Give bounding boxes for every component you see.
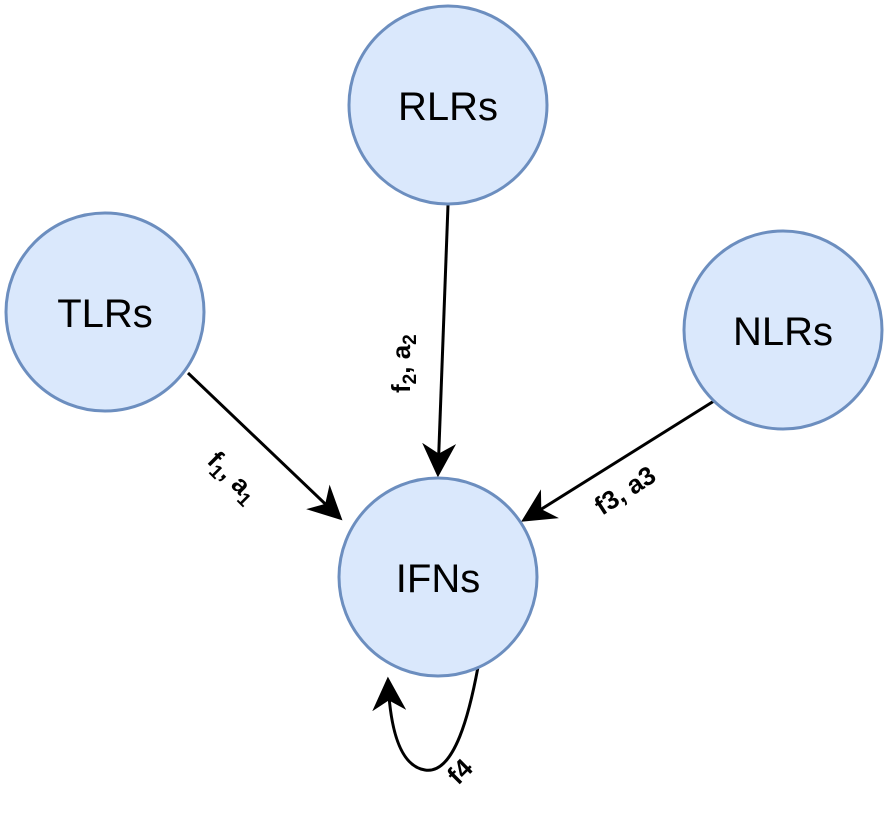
edge-label-rlrs-to-ifns: f2, a2 [386,334,421,393]
edge-ifns-self-loop [372,666,480,772]
edge-tlrs-to-ifns [186,371,343,521]
edge-nlrs-to-ifns [521,399,715,522]
edge-label-nlrs-to-ifns: f3, a3 [589,460,661,521]
node-ifns-circle [337,476,539,678]
edge-rlrs-to-ifns [422,204,457,478]
node-nlrs[interactable]: NLRs [682,229,884,431]
node-tlrs-label: TLRs [57,292,153,336]
edge-label-rlrs-f-sub: 2 [400,374,421,385]
node-rlrs-label: RLRs [398,85,498,129]
node-rlrs-circle [347,4,549,206]
edge-label-tlrs-to-ifns: f1, a1 [198,445,265,512]
node-nlrs-circle [682,229,884,431]
node-nlrs-label: NLRs [733,310,833,354]
node-ifns[interactable]: IFNs [337,476,539,678]
edge-label-rlrs-sep: , [386,359,416,373]
node-tlrs[interactable]: TLRs [4,211,206,413]
node-ifns-label: IFNs [396,557,480,601]
edge-label-rlrs-a: a [386,344,416,359]
node-tlrs-circle [4,211,206,413]
node-rlrs[interactable]: RLRs [347,4,549,206]
edge-label-rlrs-a-sub: 2 [400,334,421,345]
edge-label-rlrs-f: f [386,384,416,393]
